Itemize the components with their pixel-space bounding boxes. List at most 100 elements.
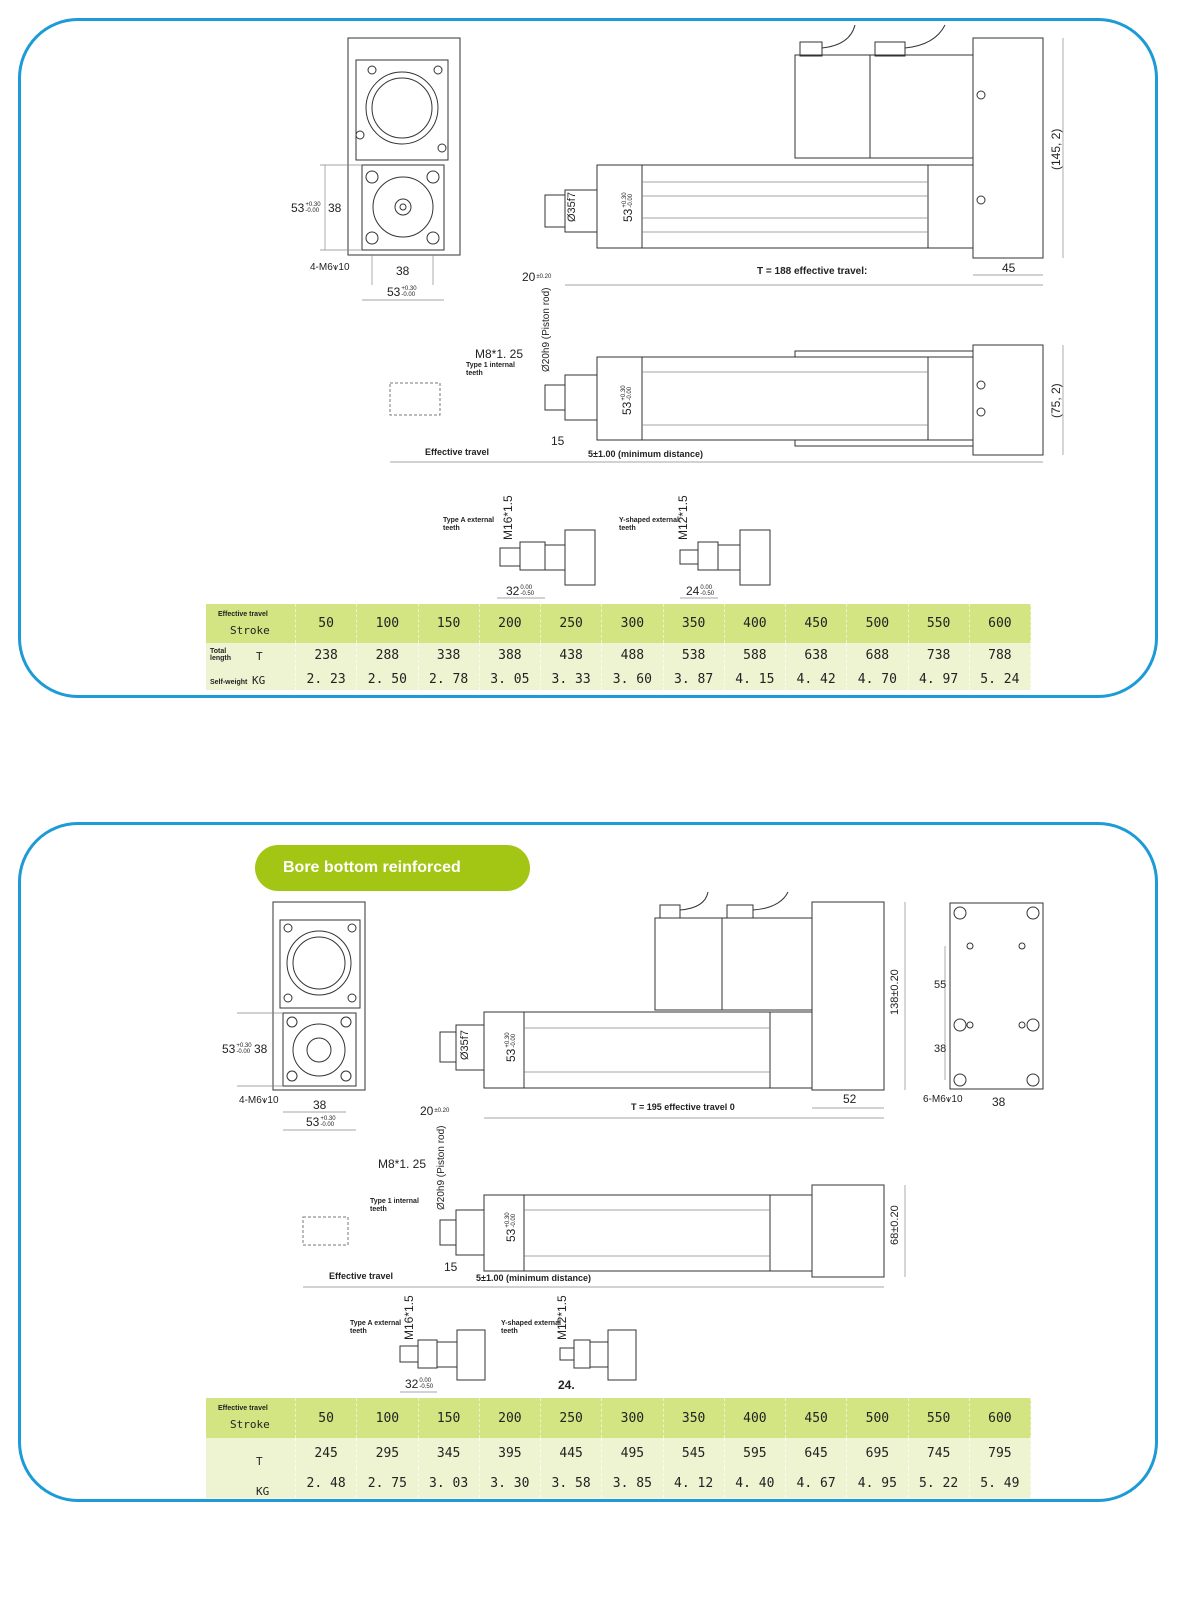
dim-value: 20 — [420, 1104, 434, 1118]
dim-value: 32 — [405, 1377, 419, 1391]
cell-stroke: 350 — [663, 604, 725, 643]
cell-stroke: 600 — [969, 604, 1032, 643]
dim-flange-width: 53+0.30-0.00 — [291, 202, 321, 214]
effective-travel-length: T = 195 effective travel 0 — [631, 1102, 735, 1112]
cell-t: 645 — [785, 1438, 848, 1468]
dim-rod-15: 15 — [551, 434, 565, 448]
dim-flange-inner: 38 — [254, 1042, 268, 1056]
tol-lower: -0.00 — [236, 1049, 251, 1055]
cell-kg: 3. 87 — [663, 668, 725, 690]
cell-stroke: 50 — [295, 604, 358, 643]
dim-24: 24. — [558, 1378, 575, 1392]
dim-bottom-53: 53+0.30-0.00 — [387, 286, 417, 298]
cell-stroke: 450 — [785, 604, 848, 643]
dim-plate-38: 38 — [934, 1043, 947, 1055]
thread-m12: M12*1.5 — [676, 495, 690, 540]
row-header-small: Total length — [210, 648, 231, 662]
effective-travel-label: Effective travel — [329, 1271, 394, 1281]
cell-t: 338 — [418, 643, 480, 668]
cell-t: 388 — [479, 643, 542, 668]
row-header: KG — [206, 1468, 296, 1498]
row-header-small: Effective travel — [218, 610, 268, 618]
dim-flange-inner: 38 — [328, 201, 342, 215]
row-header: Total length T — [206, 643, 296, 668]
cell-kg: 5. 49 — [969, 1468, 1032, 1498]
dim-flange-width: 53+0.30-0.00 — [222, 1043, 252, 1055]
dim-end-45: 45 — [1002, 261, 1016, 275]
section-badge: Bore bottom reinforced — [255, 845, 530, 891]
cell-stroke: 100 — [356, 604, 419, 643]
dim-plate-55: 55 — [934, 979, 947, 991]
cell-kg: 3. 30 — [479, 1468, 542, 1498]
dim-holes: 4-M6⩛10 — [310, 262, 350, 273]
cell-stroke: 450 — [785, 1398, 848, 1438]
row-header-main: Stroke — [230, 623, 270, 637]
cell-kg: 3. 05 — [479, 668, 542, 690]
cell-t: 488 — [601, 643, 664, 668]
tol-upper: +0.30 — [401, 286, 417, 292]
cell-stroke: 50 — [295, 1398, 358, 1438]
cell-kg: 4. 95 — [846, 1468, 909, 1498]
cell-t: 545 — [663, 1438, 725, 1468]
tol-lower: -0.00 — [401, 292, 416, 298]
cell-kg: 3. 33 — [540, 668, 603, 690]
cell-t: 238 — [295, 643, 358, 668]
cell-stroke: 150 — [418, 1398, 480, 1438]
type-a-label: Type A external teeth — [443, 517, 495, 532]
connectors-2 — [399, 1329, 637, 1393]
thread-m16: M16*1.5 — [501, 495, 515, 540]
tol-upper: +0.30 — [320, 1116, 336, 1122]
dim-tube-53b: 53+0.30-0.00 — [620, 385, 634, 415]
tol-lower: -0.50 — [520, 591, 535, 597]
dim-value: 53 — [504, 1048, 518, 1062]
dim-plate-holes: 6-M6⩛10 — [923, 1094, 963, 1105]
dim-value: 53 — [291, 201, 305, 215]
cell-kg: 3. 85 — [601, 1468, 664, 1498]
cell-stroke: 350 — [663, 1398, 725, 1438]
dim-value: 53 — [387, 285, 401, 299]
thread-spec: M8*1. 25 — [475, 347, 524, 361]
tol-lower: -0.00 — [627, 386, 633, 401]
cell-kg: 4. 40 — [724, 1468, 787, 1498]
thread-note: Type 1 internal teeth — [370, 1198, 419, 1213]
cell-t: 745 — [908, 1438, 970, 1468]
tol-lower: ±0.20 — [536, 274, 552, 280]
cell-kg: 2. 23 — [295, 668, 358, 690]
cell-t: 595 — [724, 1438, 787, 1468]
cell-kg: 4. 15 — [724, 668, 787, 690]
dim-value: 53 — [222, 1042, 236, 1056]
cell-kg: 2. 50 — [356, 668, 419, 690]
panel-standard — [18, 18, 1158, 698]
dim-dia35: Ø35f7 — [459, 1030, 471, 1060]
row-header-main: T — [256, 650, 263, 663]
cell-kg: 2. 48 — [295, 1468, 358, 1498]
effective-travel-label: Effective travel — [425, 447, 490, 457]
side-view-2 — [439, 891, 906, 1119]
dim-height2: 68±0.20 — [889, 1205, 901, 1245]
cell-t: 538 — [663, 643, 725, 668]
dim-tube-53: 53+0.30-0.00 — [504, 1032, 518, 1062]
tol-upper: +0.30 — [236, 1043, 252, 1049]
tol-lower: -0.50 — [419, 1384, 434, 1390]
cell-kg: 3. 60 — [601, 668, 664, 690]
cell-kg: 4. 12 — [663, 1468, 725, 1498]
row-header-small: Effective travel — [218, 1405, 268, 1412]
dim-rod-15: 15 — [444, 1260, 458, 1274]
cell-stroke: 550 — [908, 1398, 970, 1438]
dim-height: (145, 2) — [1049, 128, 1063, 170]
dim-rod-dia: Ø20h9 (Piston rod) — [541, 287, 552, 373]
cell-kg: 3. 03 — [418, 1468, 480, 1498]
dim-value: 53 — [504, 1228, 518, 1242]
dim-plate-38b: 38 — [992, 1095, 1006, 1109]
connectors-1 — [497, 529, 771, 599]
thread-note: Type 1 internal teeth — [466, 362, 515, 377]
